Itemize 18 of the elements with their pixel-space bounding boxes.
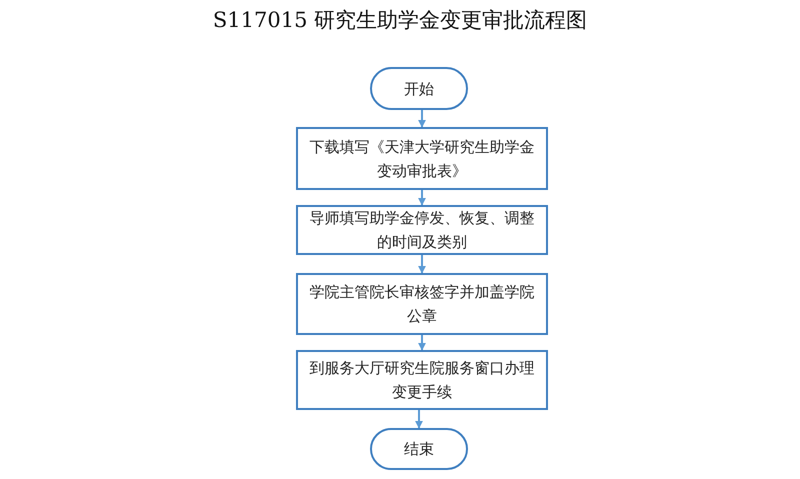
process-box <box>296 127 548 190</box>
arrow <box>415 410 423 429</box>
step-text: 到服务大厅研究生院服务窗口办理变更手续 <box>308 358 536 403</box>
process-box <box>296 273 548 335</box>
step-text: 下载填写《天津大学研究生助学金变动审批表》 <box>308 136 536 182</box>
step-text: 学院主管院长审核签字并加盖学院公章 <box>308 282 536 327</box>
process-box <box>296 350 548 410</box>
step-text: 结束 <box>404 439 434 460</box>
arrow <box>418 255 426 274</box>
terminal-shape <box>370 67 468 110</box>
terminal-shape <box>370 428 468 470</box>
arrow <box>418 190 426 206</box>
step-text: 导师填写助学金停发、恢复、调整的时间及类别 <box>308 208 536 253</box>
process-box <box>296 205 548 255</box>
diagram-title: S117015 研究生助学金变更审批流程图 <box>212 7 588 34</box>
step-text: 开始 <box>404 78 434 100</box>
arrow <box>418 335 426 351</box>
arrow <box>418 110 426 128</box>
